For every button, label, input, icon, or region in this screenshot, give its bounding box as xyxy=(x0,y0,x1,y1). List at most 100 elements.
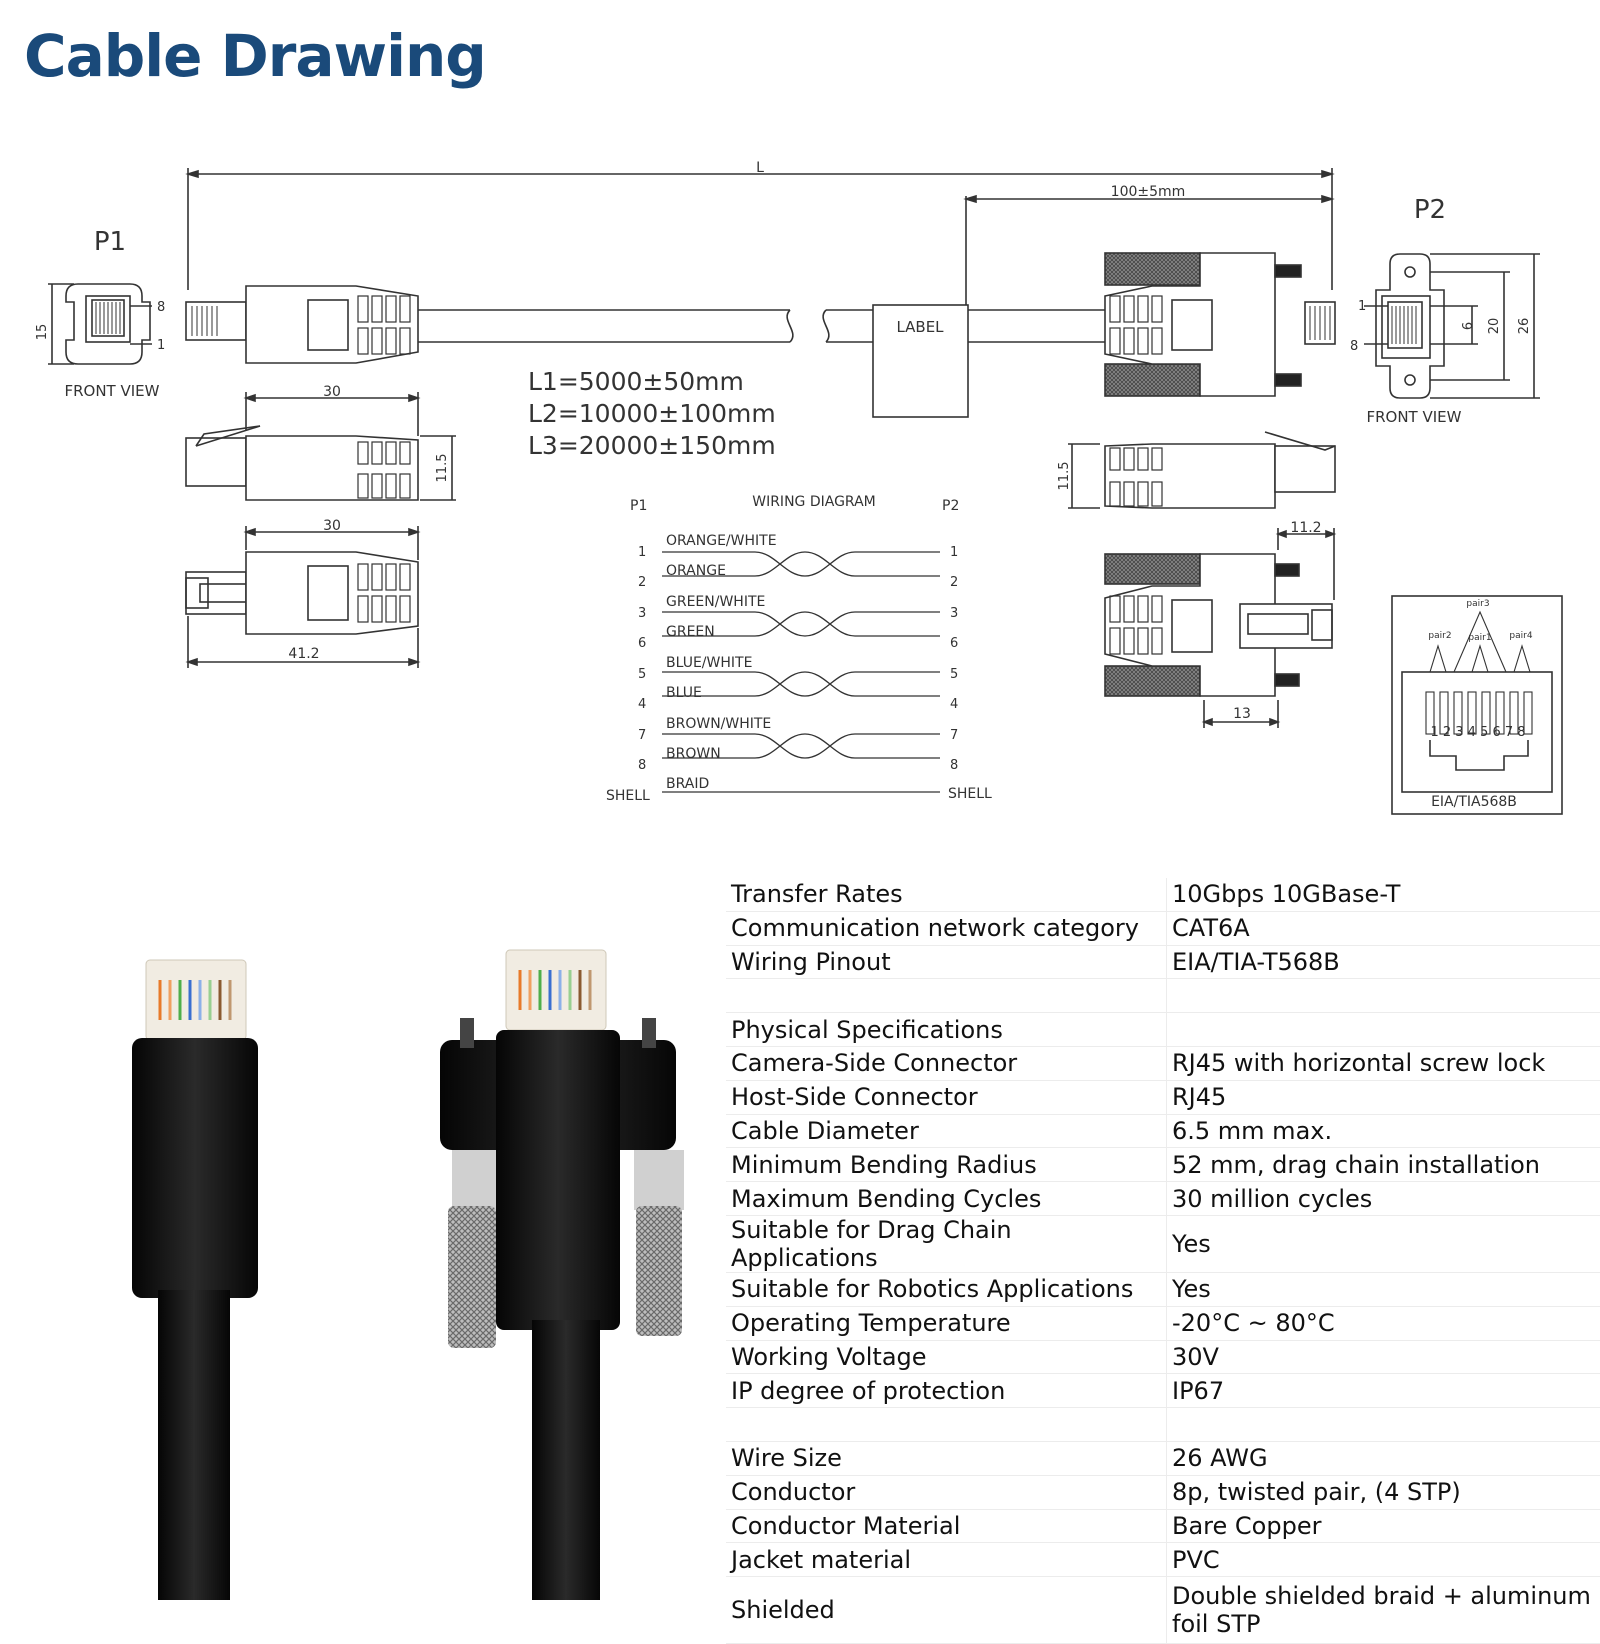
wire-pin-right: 7 xyxy=(950,728,958,743)
spec-key xyxy=(726,979,1167,1013)
wiring-p2-label: P2 xyxy=(942,498,959,514)
pair3-label: pair3 xyxy=(1466,599,1489,609)
cable-photo xyxy=(0,880,726,1600)
braid-label: BRAID xyxy=(666,776,709,792)
spec-value: Double shielded braid + aluminum foil ST… xyxy=(1167,1577,1600,1644)
wire-pin-left: 8 xyxy=(638,758,646,773)
spec-key: Host-Side Connector xyxy=(726,1080,1167,1114)
spec-value: Bare Copper xyxy=(1167,1509,1600,1543)
wire-name: GREEN xyxy=(666,624,715,640)
p2-pin1-label: 1 xyxy=(1358,299,1366,314)
spec-key: Shielded xyxy=(726,1577,1167,1644)
spec-key: Operating Temperature xyxy=(726,1306,1167,1340)
wire-pin-left: 4 xyxy=(638,697,646,712)
wire-name: BLUE/WHITE xyxy=(666,655,752,671)
dim-6-label: 6 xyxy=(1461,322,1476,330)
wire-name: ORANGE xyxy=(666,563,726,579)
spec-value: RJ45 xyxy=(1167,1080,1600,1114)
wire-pin-right: 2 xyxy=(950,575,958,590)
spec-value: EIA/TIA-T568B xyxy=(1167,945,1600,979)
dim-11-2-label: 11.2 xyxy=(1290,520,1321,536)
shell-right-label: SHELL xyxy=(948,786,992,802)
p1-front-view-label: FRONT VIEW xyxy=(64,382,159,400)
shell-left-label: SHELL xyxy=(606,788,650,804)
wire-pin-left: 5 xyxy=(638,667,646,682)
pair4-label: pair4 xyxy=(1509,631,1532,641)
pinout-standard-label: EIA/TIA568B xyxy=(1431,794,1517,810)
dim-pin1-label: 1 xyxy=(157,338,165,353)
wire-pin-left: 3 xyxy=(638,606,646,621)
wire-name: BLUE xyxy=(666,685,702,701)
spec-value: 30 million cycles xyxy=(1167,1182,1600,1216)
spec-key: Working Voltage xyxy=(726,1340,1167,1374)
dim-pin8-label: 8 xyxy=(157,300,165,315)
spec-row: Operating Temperature-20°C ~ 80°C xyxy=(726,1306,1600,1340)
dim-30a-label: 30 xyxy=(323,384,341,400)
dim-100-label: 100±5mm xyxy=(1111,184,1186,200)
dim-15-label: 15 xyxy=(35,324,50,341)
wire-pin-right: 8 xyxy=(950,758,958,773)
spec-value: 10Gbps 10GBase-T xyxy=(1167,878,1600,911)
wire-name: GREEN/WHITE xyxy=(666,594,765,610)
wire-name: BROWN/WHITE xyxy=(666,716,771,732)
spec-key: Conductor xyxy=(726,1475,1167,1509)
length-l2: L2=10000±100mm xyxy=(528,399,776,428)
dim-26-label: 26 xyxy=(1517,318,1532,335)
length-l1: L1=5000±50mm xyxy=(528,367,744,396)
spec-key: Suitable for Robotics Applications xyxy=(726,1272,1167,1306)
dim-13-label: 13 xyxy=(1233,706,1251,722)
label-box-text: LABEL xyxy=(896,318,944,336)
spec-value xyxy=(1167,1408,1600,1442)
p2-front-view-label: FRONT VIEW xyxy=(1366,408,1461,426)
wire-pin-left: 6 xyxy=(638,636,646,651)
pair2-label: pair2 xyxy=(1428,631,1451,641)
spec-key xyxy=(726,1408,1167,1442)
spec-value: Yes xyxy=(1167,1272,1600,1306)
wire-pin-left: 1 xyxy=(638,545,646,560)
dim-11-5b-label: 11.5 xyxy=(1057,462,1072,491)
cable-drawing: L 100±5mm P1 P2 LABEL FRONT VIEW FRONT V… xyxy=(0,0,1600,840)
wire-pin-left: 7 xyxy=(638,728,646,743)
spec-key: Maximum Bending Cycles xyxy=(726,1182,1167,1216)
spec-value: 6.5 mm max. xyxy=(1167,1114,1600,1148)
spec-value: 52 mm, drag chain installation xyxy=(1167,1148,1600,1182)
wire-name: BROWN xyxy=(666,746,721,762)
spec-value: 30V xyxy=(1167,1340,1600,1374)
dim-length-label: L xyxy=(756,160,764,176)
spec-key: Transfer Rates xyxy=(726,878,1167,911)
dim-11-5a-label: 11.5 xyxy=(435,454,450,483)
spec-key: Cable Diameter xyxy=(726,1114,1167,1148)
wire-name: ORANGE/WHITE xyxy=(666,533,777,549)
wire-pin-right: 4 xyxy=(950,697,958,712)
dim-20-label: 20 xyxy=(1487,318,1502,335)
spec-value: PVC xyxy=(1167,1543,1600,1577)
dim-41-2-label: 41.2 xyxy=(288,646,319,662)
wire-pin-right: 5 xyxy=(950,667,958,682)
wiring-diagram-title: WIRING DIAGRAM xyxy=(752,494,876,510)
length-l3: L3=20000±150mm xyxy=(528,431,776,460)
p1-label: P1 xyxy=(94,227,126,257)
spec-row: Physical Specifications xyxy=(726,1013,1600,1047)
p2-pin8-label: 8 xyxy=(1350,339,1358,354)
spec-key: Conductor Material xyxy=(726,1509,1167,1543)
spec-value: 8p, twisted pair, (4 STP) xyxy=(1167,1475,1600,1509)
wire-pin-left: 2 xyxy=(638,575,646,590)
wire-pin-right: 3 xyxy=(950,606,958,621)
wire-pin-right: 1 xyxy=(950,545,958,560)
spec-value: Yes xyxy=(1167,1215,1600,1272)
dim-30b-label: 30 xyxy=(323,518,341,534)
spec-key: Wire Size xyxy=(726,1441,1167,1475)
